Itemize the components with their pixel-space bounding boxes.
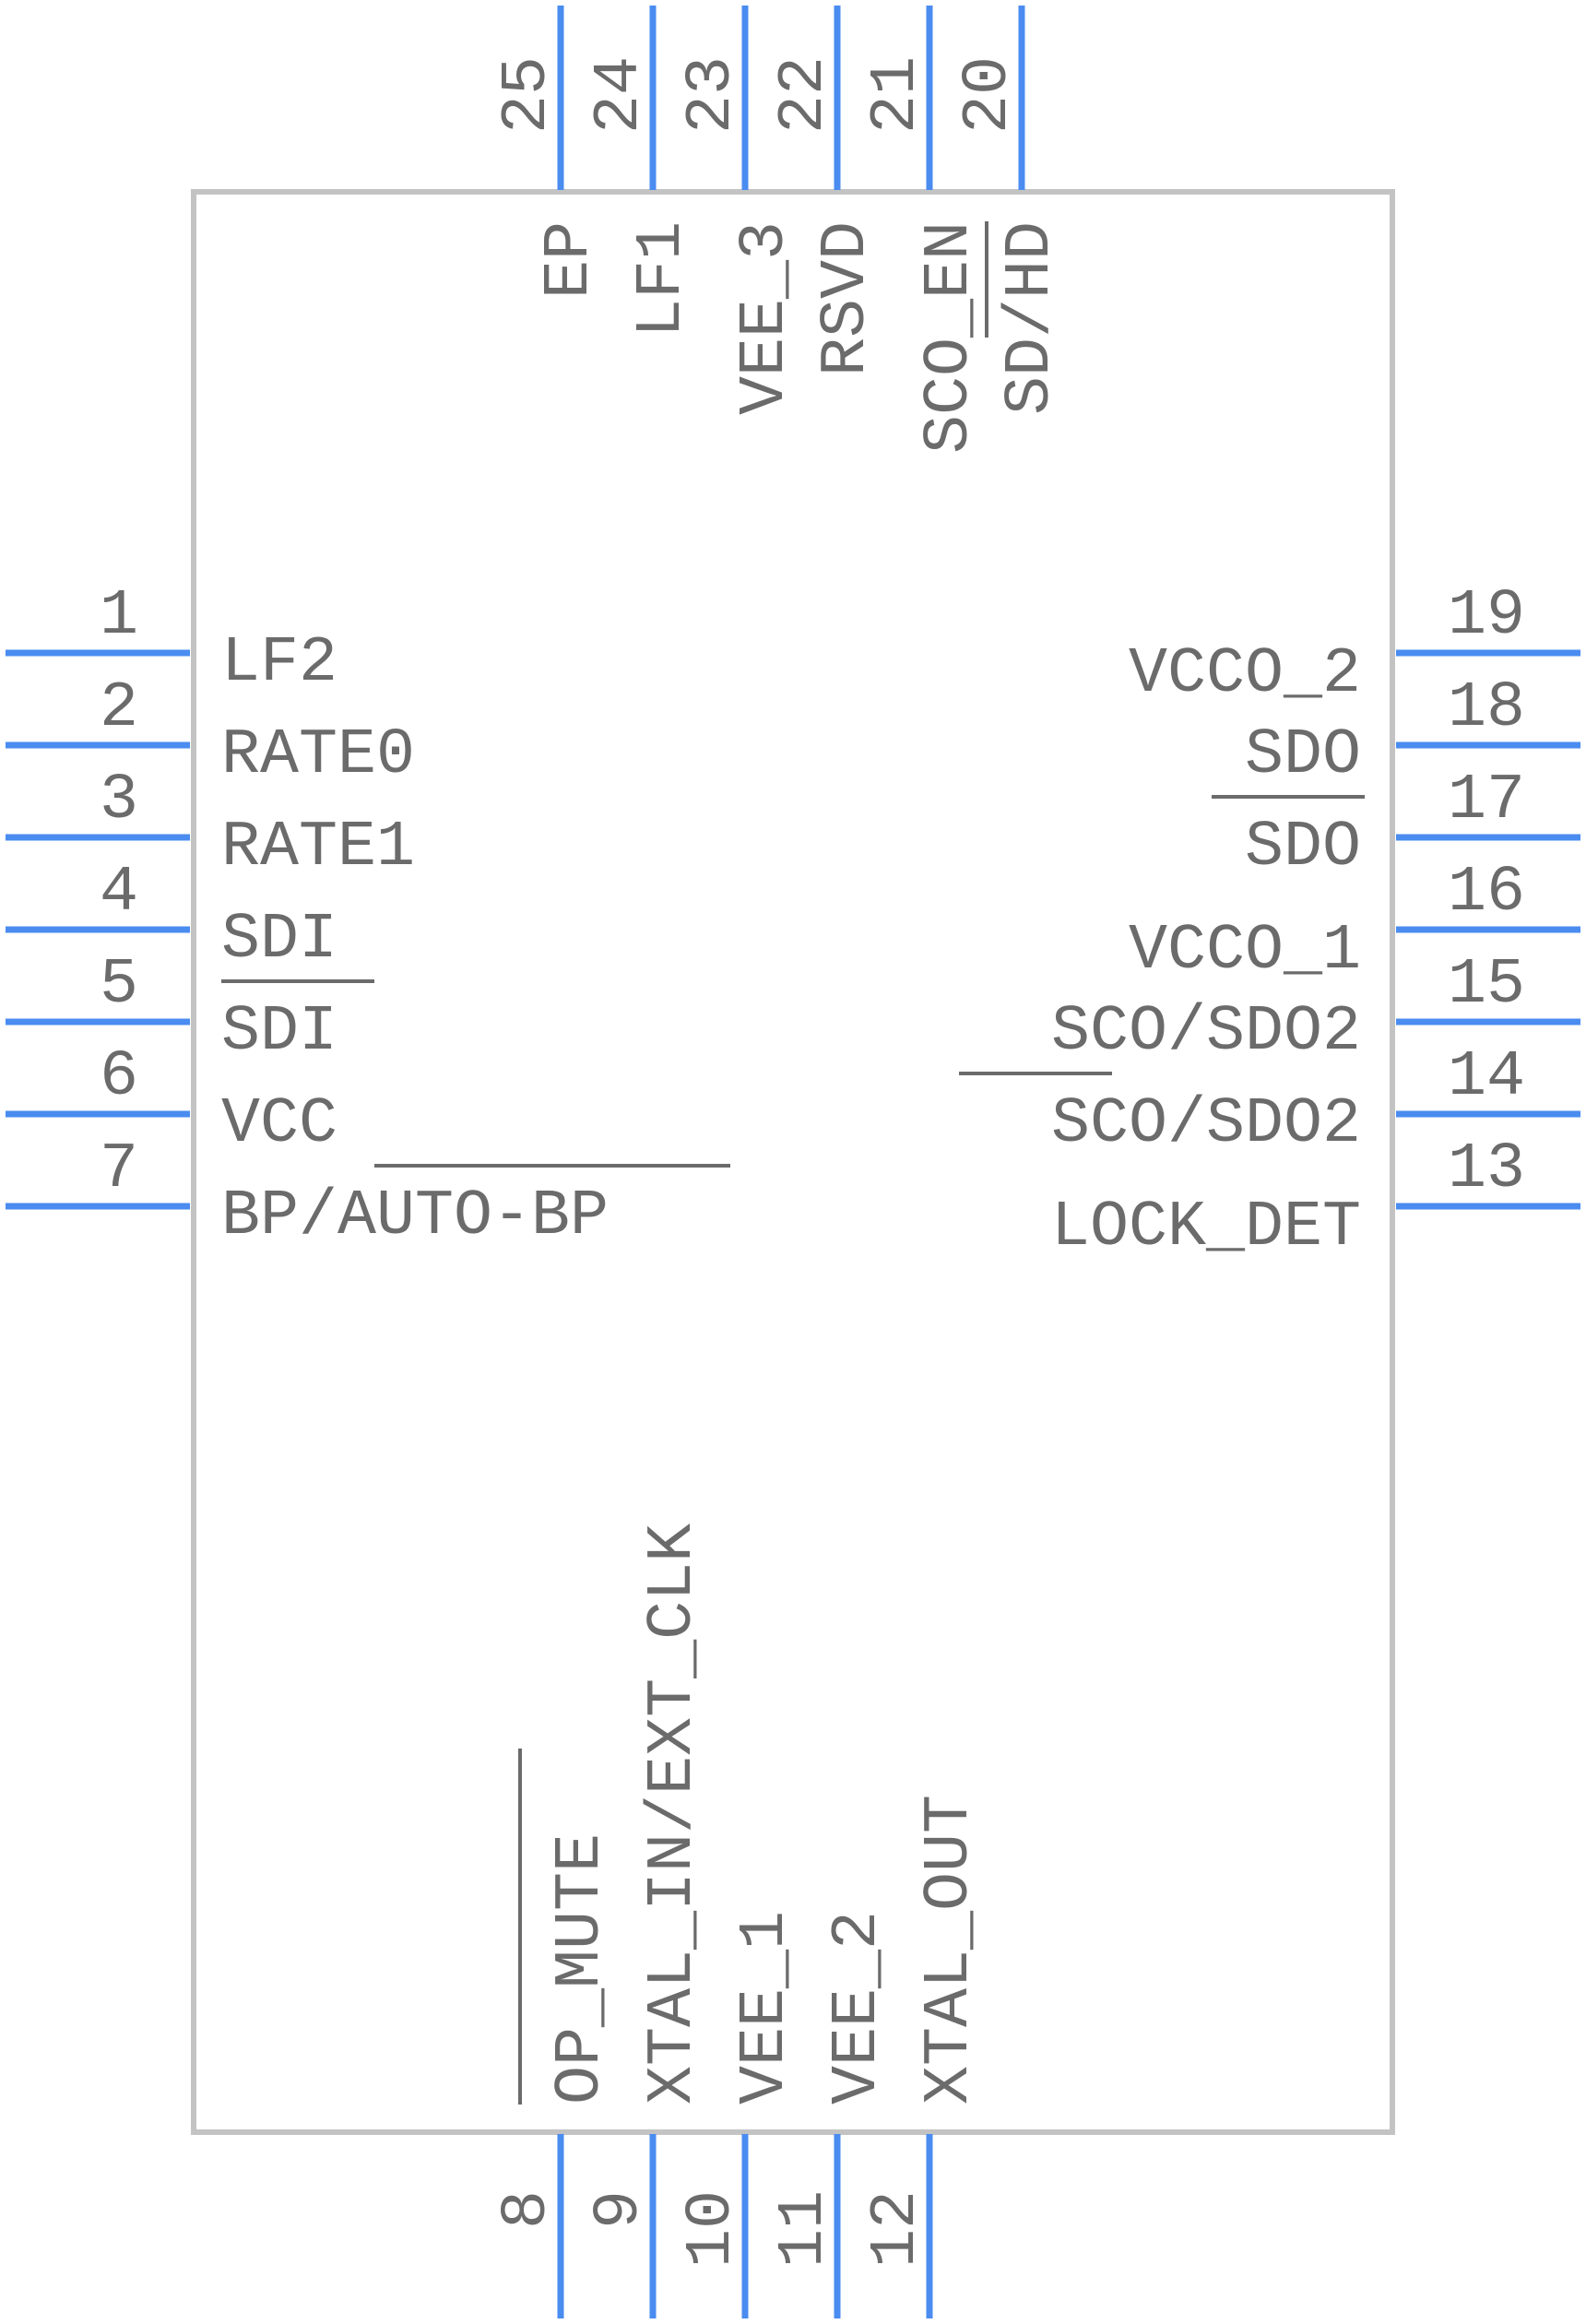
pin-19-number: 19 (1448, 580, 1525, 653)
pin-12-number: 12 (860, 2190, 933, 2268)
pin-7-number: 7 (100, 1133, 138, 1206)
pin-20-name: SD/HD (995, 221, 1068, 415)
pin-15-number: 15 (1448, 949, 1525, 1022)
pin-1-name: LF2 (221, 627, 337, 700)
pin-4-number: 4 (100, 857, 138, 930)
pin-1-number: 1 (100, 580, 138, 653)
pin-25-number: 25 (491, 56, 564, 134)
pin-21-number: 21 (860, 56, 933, 134)
pin-13-number: 13 (1448, 1133, 1525, 1206)
pin-10-name: VEE_1 (729, 1911, 802, 2105)
pin-25-name: EP (534, 221, 607, 299)
pin-6-number: 6 (100, 1041, 138, 1114)
pin-6-name: VCC (221, 1088, 337, 1161)
pin-12-name: XTAL_OUT (914, 1795, 987, 2105)
pin-18-name: SDO (1245, 719, 1361, 792)
pin-8-name: OP_MUTE (545, 1833, 618, 2105)
pin-3-name: RATE1 (221, 812, 415, 884)
pin-2-name: RATE0 (221, 719, 415, 792)
pin-17-name: SDO (1245, 812, 1361, 884)
pin-21-name: SCO_EN (914, 221, 987, 454)
pin-16-name: VCCO_1 (1129, 915, 1361, 988)
pin-11-name: VEE_2 (822, 1911, 894, 2105)
pin-10-number: 10 (676, 2190, 749, 2268)
pin-13-name: LOCK_DET (1051, 1192, 1361, 1264)
pin-22-number: 22 (768, 56, 841, 134)
pin-9-name: XTAL_IN/EXT_CLK (637, 1524, 710, 2105)
pin-5-name: SDI (221, 996, 337, 1069)
pin-18-number: 18 (1448, 672, 1525, 745)
pin-14-name: SCO/SDO2 (1051, 1088, 1361, 1161)
pin-4-name: SDI (221, 904, 337, 977)
pin-23-number: 23 (676, 56, 749, 134)
pin-24-name: LF1 (626, 221, 699, 338)
pin-24-number: 24 (584, 56, 657, 134)
pin-14-number: 14 (1448, 1041, 1525, 1114)
pin-15-name: SCO/SDO2 (1051, 996, 1361, 1069)
pin-5-number: 5 (100, 949, 138, 1022)
pin-17-number: 17 (1448, 765, 1525, 837)
pin-7-name: BP/AUTO-BP (221, 1180, 609, 1253)
pin-19-name: VCCO_2 (1129, 638, 1361, 711)
pin-22-name: RSVD (811, 221, 883, 376)
pin-16-number: 16 (1448, 857, 1525, 930)
pin-8-number: 8 (491, 2190, 564, 2229)
pin-9-number: 9 (584, 2190, 657, 2229)
pin-11-number: 11 (768, 2190, 841, 2268)
pin-2-number: 2 (100, 672, 138, 745)
component-body (191, 189, 1395, 2135)
pin-3-number: 3 (100, 765, 138, 837)
pin-23-name: VEE_3 (729, 221, 802, 415)
pin-20-number: 20 (953, 56, 1025, 134)
